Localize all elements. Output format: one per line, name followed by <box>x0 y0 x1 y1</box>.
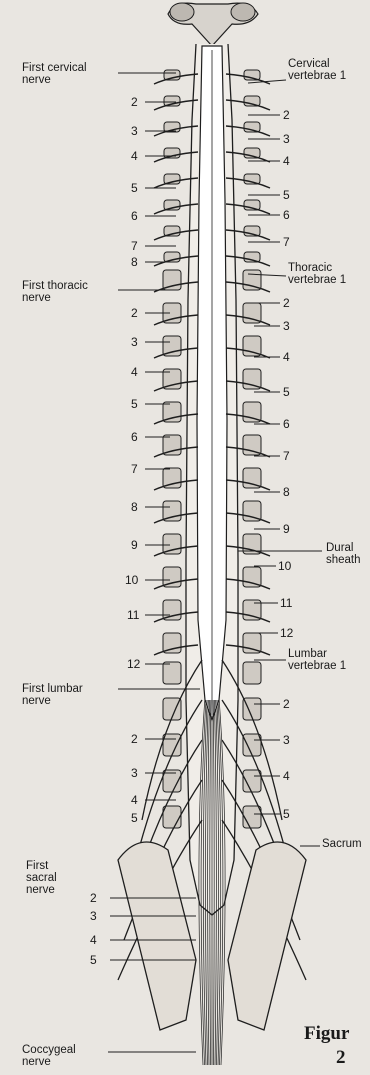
left-number: 4 <box>131 794 138 806</box>
left-number: 2 <box>90 892 97 904</box>
right-number: 10 <box>278 560 291 572</box>
left-number: 3 <box>131 767 138 779</box>
left-number: 2 <box>131 96 138 108</box>
left-number: 3 <box>131 336 138 348</box>
left-number: 4 <box>90 934 97 946</box>
sacrum-left <box>118 842 196 1030</box>
left-number: 3 <box>90 910 97 922</box>
left-number: 4 <box>131 366 138 378</box>
left-number: 5 <box>131 812 138 824</box>
occipital-condyle-right <box>231 3 255 21</box>
right-number: 7 <box>283 236 290 248</box>
sacrum-right <box>228 842 306 1030</box>
left-number: 7 <box>131 240 138 252</box>
left-number: 11 <box>127 609 139 621</box>
right-number: 2 <box>283 297 290 309</box>
right-number: 12 <box>280 627 293 639</box>
right-number: 11 <box>280 597 292 609</box>
vertebra-right <box>243 734 261 756</box>
vertebra-right <box>243 806 261 828</box>
right-number: 6 <box>283 209 290 221</box>
left-number: 10 <box>125 574 138 586</box>
right-number: 9 <box>283 523 290 535</box>
left-number: 6 <box>131 210 138 222</box>
right-number: 4 <box>283 770 290 782</box>
right-number: 3 <box>283 133 290 145</box>
left-number: 5 <box>131 398 138 410</box>
left-number: 7 <box>131 463 138 475</box>
figure-number: 2 <box>336 1048 346 1068</box>
right-number: 3 <box>283 734 290 746</box>
left-number: 5 <box>131 182 138 194</box>
right-number: 5 <box>283 189 290 201</box>
left-number: 12 <box>127 658 140 670</box>
left-number: 2 <box>131 307 138 319</box>
right-number: 2 <box>283 698 290 710</box>
vertebra-left <box>163 806 181 828</box>
left-number: 3 <box>131 125 138 137</box>
label-sacrum: Sacrum <box>322 838 362 850</box>
vertebra-left <box>163 662 181 684</box>
left-number: 8 <box>131 256 138 268</box>
right-number: 4 <box>283 351 290 363</box>
occipital-condyle-left <box>170 3 194 21</box>
right-number: 5 <box>283 386 290 398</box>
label-first-thoracic-nerve: First thoracicnerve <box>22 280 88 304</box>
left-number: 2 <box>131 733 138 745</box>
left-number: 6 <box>131 431 138 443</box>
right-number: 7 <box>283 450 290 462</box>
left-number: 4 <box>131 150 138 162</box>
right-number: 6 <box>283 418 290 430</box>
vertebra-left <box>163 734 181 756</box>
right-number: 4 <box>283 155 290 167</box>
vertebra-right <box>243 662 261 684</box>
right-number: 2 <box>283 109 290 121</box>
figure-caption: Figur <box>304 1024 349 1044</box>
right-number: 8 <box>283 486 290 498</box>
right-number: 5 <box>283 808 290 820</box>
right-number: 3 <box>283 320 290 332</box>
left-number: 8 <box>131 501 138 513</box>
left-number: 5 <box>90 954 97 966</box>
left-number: 9 <box>131 539 138 551</box>
